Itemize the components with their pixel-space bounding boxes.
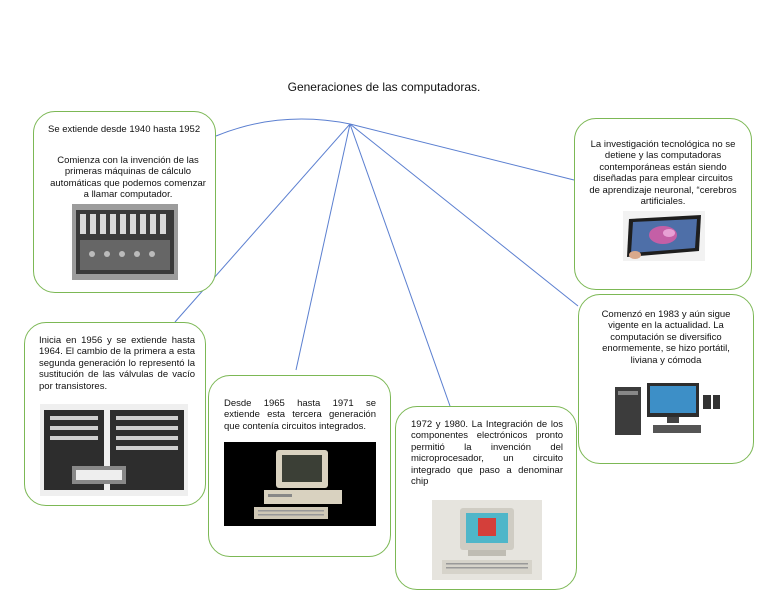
connector-fourth xyxy=(349,123,451,407)
page-title: Generaciones de las computadoras. xyxy=(287,80,481,94)
node-third-generation: Desde 1965 hasta 1971 se extiende esta t… xyxy=(208,375,391,557)
transistor-computer-photo xyxy=(40,404,188,496)
node-fifth-generation: Comenzó en 1983 y aún sigue vigente en l… xyxy=(578,294,754,464)
node-fourth-generation: 1972 y 1980. La Integración de los compo… xyxy=(395,406,577,590)
connector-first xyxy=(215,118,351,137)
connector-third xyxy=(295,123,351,371)
node-first-generation: Se extiende desde 1940 hasta 1952 Comien… xyxy=(33,111,216,293)
fourth-description-text: 1972 y 1980. La Integración de los compo… xyxy=(411,419,563,487)
second-description-text: Inicia en 1956 y se extiende hasta 1964.… xyxy=(39,335,195,392)
first-period-text: Se extiende desde 1940 hasta 1952 xyxy=(48,124,201,135)
vacuum-tube-computer-photo xyxy=(72,204,178,280)
third-description-text: Desde 1965 hasta 1971 se extiende esta t… xyxy=(224,398,376,432)
fifth-description-text: Comenzó en 1983 y aún sigue vigente en l… xyxy=(601,309,731,366)
ic-computer-photo xyxy=(224,442,376,526)
first-description-text: Comienza con la invención de las primera… xyxy=(50,155,206,201)
modern-desktop-photo xyxy=(613,381,721,439)
connector-fifth xyxy=(349,123,579,307)
connector-sixth xyxy=(349,123,575,181)
node-sixth-generation: La investigación tecnológica no se detie… xyxy=(574,118,752,290)
tablet-touchscreen-photo xyxy=(623,211,705,261)
microprocessor-pc-photo xyxy=(432,500,542,580)
node-second-generation: Inicia en 1956 y se extiende hasta 1964.… xyxy=(24,322,206,506)
sixth-description-text: La investigación tecnológica no se detie… xyxy=(589,139,737,207)
